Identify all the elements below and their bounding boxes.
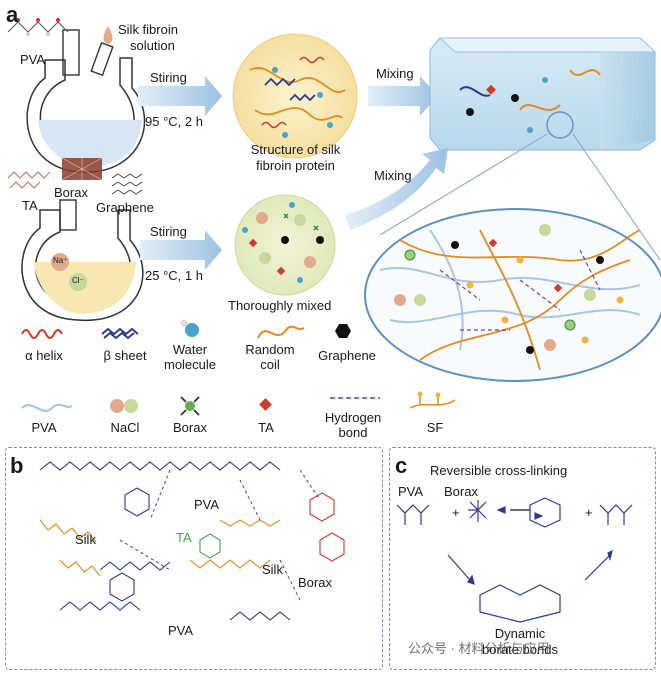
stiring-label-2: Stiring — [150, 224, 187, 239]
panel-label-c: c — [395, 453, 408, 478]
legend-label: Random — [245, 342, 295, 357]
arrow-mixing-1 — [368, 76, 438, 116]
legend-icons-row1 — [21, 319, 351, 340]
random-coil-icon — [257, 325, 305, 339]
legend-icons-row2 — [21, 391, 456, 416]
graphene-icon — [335, 324, 351, 338]
dynamic-label-1: Dynamic — [494, 626, 546, 641]
legend-label: PVA — [31, 420, 57, 435]
legend-label: molecule — [163, 357, 217, 372]
cl-ion-text: Cl⁻ — [72, 276, 84, 285]
silk-right-label: Silk — [262, 562, 283, 577]
ta-label: TA — [22, 198, 38, 213]
pva-top-label: PVA — [194, 497, 220, 512]
water-molecule-icon — [185, 323, 199, 337]
legend-label: NaCl — [110, 420, 140, 435]
flask-bottom — [21, 199, 144, 321]
panel-b-structure — [39, 461, 345, 621]
panel-c-borax-label: Borax — [444, 484, 478, 499]
cl-ion-icon — [124, 399, 138, 413]
ta-b-label: TA — [176, 530, 192, 545]
legend-label: bond — [338, 425, 368, 440]
legend-label: Water — [172, 342, 208, 357]
silk-fibroin-label-1: Silk fibroin — [118, 22, 178, 37]
pva-label: PVA — [20, 52, 46, 67]
flask-top — [26, 29, 146, 173]
na-ion-text: Na⁺ — [53, 256, 68, 265]
legend-label: coil — [260, 357, 280, 372]
condition-label-2: 25 °C, 1 h — [145, 268, 203, 283]
legend-label: Borax — [173, 420, 207, 435]
arrow-mixing-2 — [345, 148, 448, 230]
panel-label-b: b — [10, 453, 24, 478]
legend-label: Hydrogen — [324, 410, 382, 425]
panel-c-title: Reversible cross-linking — [430, 463, 568, 478]
dynamic-label-2: borate bonds — [482, 642, 558, 657]
panel-b-box — [5, 447, 383, 670]
borax-b-label: Borax — [298, 575, 332, 590]
watermark: 公众号 · 材料分析与应用 — [408, 641, 550, 656]
arrow-stiring-1 — [138, 76, 222, 116]
pva-chain-icon — [21, 403, 73, 412]
na-ion-icon — [110, 399, 124, 413]
thoroughly-mixed-label: Thoroughly mixed — [228, 298, 332, 313]
stiring-label-1: Stiring — [150, 70, 187, 85]
legend-label: α helix — [25, 348, 63, 363]
mixing-label-1: Mixing — [376, 66, 414, 81]
network-zoom-ellipse — [364, 208, 661, 382]
panel-c-box — [389, 447, 656, 670]
silk-left-label: Silk — [75, 532, 96, 547]
mixing-label-2: Mixing — [374, 168, 412, 183]
panel-c-pva-label: PVA — [398, 484, 424, 499]
condition-label-1: 95 °C, 2 h — [145, 114, 203, 129]
hydrogel-block — [429, 37, 657, 151]
silk-structure-circle — [232, 33, 358, 159]
silk-structure-label-2: fibroin protein — [256, 158, 335, 173]
borax-icon — [180, 396, 200, 416]
panel-label-a: a — [6, 2, 19, 27]
sf-icon — [409, 391, 456, 409]
legend-label: Graphene — [318, 348, 376, 363]
legend-label: SF — [426, 420, 444, 435]
plus-sign-1: + — [452, 505, 460, 520]
graphene-label: Graphene — [96, 200, 154, 215]
silk-fibroin-label-2: solution — [130, 38, 175, 53]
legend-label: TA — [258, 420, 274, 435]
ta-molecule-sketch — [7, 171, 51, 189]
ta-icon — [259, 398, 272, 411]
graphene-sheet-sketch — [111, 173, 143, 195]
legend-label: β sheet — [103, 348, 147, 363]
silk-drop-icon — [103, 26, 113, 44]
silk-structure-label-1: Structure of silk — [250, 142, 341, 157]
alpha-helix-icon — [21, 329, 63, 339]
panel-c-structure — [396, 497, 633, 623]
pva-bottom-label: PVA — [168, 623, 194, 638]
mixed-circle — [234, 194, 336, 296]
plus-sign-2: + — [585, 505, 593, 520]
arrow-stiring-2 — [140, 230, 222, 270]
borax-crystal-sketch — [61, 157, 103, 181]
borax-label: Borax — [54, 185, 88, 200]
pva-molecule-sketch — [7, 18, 69, 36]
beta-sheet-icon — [101, 327, 139, 340]
